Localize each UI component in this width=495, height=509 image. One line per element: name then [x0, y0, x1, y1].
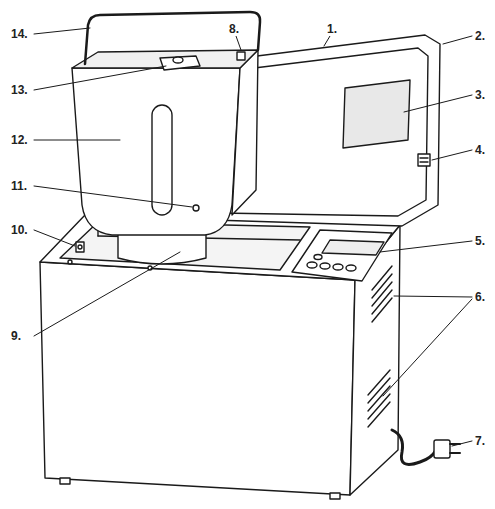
callout-number: 5. [474, 234, 486, 248]
pan-handle [85, 12, 260, 64]
pan-hook [237, 52, 245, 60]
leader-lines [34, 28, 472, 446]
pan-slot [152, 105, 172, 215]
lid-latch [420, 161, 428, 162]
body-front [40, 262, 355, 495]
callout-number: 8. [228, 22, 240, 36]
panel-button [346, 265, 356, 271]
pan-front [72, 68, 240, 235]
panel-display [322, 240, 384, 255]
panel-button [314, 255, 322, 260]
callout-number: 6. [474, 290, 486, 304]
callout-number: 10. [10, 223, 29, 237]
power-plug [434, 440, 450, 458]
power-cord [392, 430, 436, 464]
control-panel [292, 230, 392, 281]
callout-number: 2. [474, 29, 486, 43]
callout-number: 11. [10, 179, 28, 193]
panel-button [333, 264, 343, 270]
air-vents [368, 266, 392, 427]
panel-button [307, 262, 317, 268]
callout-number: 9. [10, 329, 22, 343]
callout-number: 1. [326, 22, 338, 36]
blade-shaft [173, 57, 183, 63]
callout-number: 7. [474, 434, 486, 448]
panel-button [320, 263, 330, 269]
pan-side [232, 50, 258, 215]
callout-number: 14. [10, 27, 29, 41]
kneading-blade [160, 56, 200, 70]
callout-number: 12. [10, 133, 29, 147]
lid-latch [418, 154, 430, 166]
foot [330, 493, 340, 499]
callout-number: 4. [474, 143, 486, 157]
chamber-latch [78, 245, 82, 249]
callout-number: 13. [10, 83, 29, 97]
callout-number: 3. [474, 88, 486, 102]
foot [60, 478, 70, 484]
screw [68, 260, 72, 264]
pan-pin [193, 205, 199, 211]
lid-window [343, 80, 410, 148]
chamber-latch [76, 242, 84, 252]
lid-latch [420, 157, 428, 158]
plug-prong [450, 452, 460, 454]
